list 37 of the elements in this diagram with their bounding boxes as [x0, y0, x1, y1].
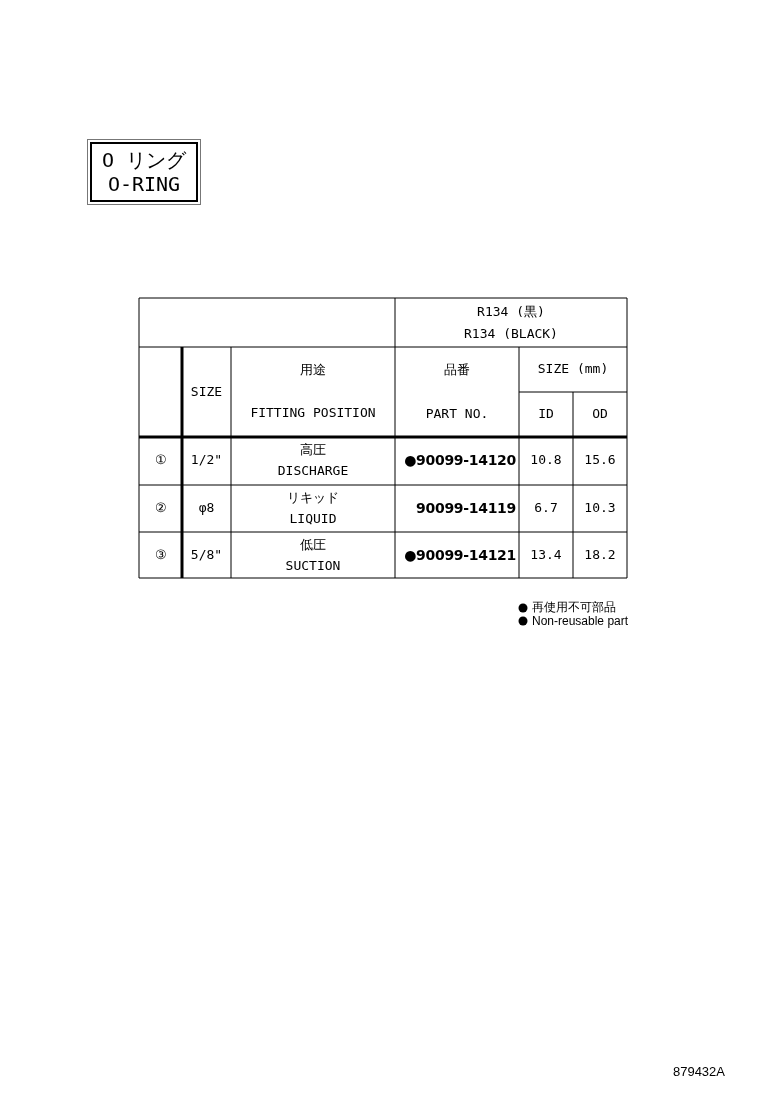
size-value: 5/8" — [189, 545, 224, 564]
fitting-position: 低圧 — [299, 535, 327, 554]
dimension-value: 10.8 — [529, 450, 563, 469]
part-number: 90099-14119 — [415, 499, 517, 519]
row-number: ② — [153, 499, 168, 518]
table-heading: R134 (BLACK) — [463, 324, 559, 343]
dimension-value: 10.3 — [583, 499, 617, 518]
drawing-number: 879432A — [671, 1062, 725, 1081]
part-number: ●90099-14120 — [403, 450, 517, 470]
column-header: FITTING POSITION — [249, 403, 377, 422]
column-header: ID — [537, 405, 555, 424]
table-heading: R134 (黒) — [476, 302, 546, 321]
column-header: 品番 — [443, 360, 471, 379]
row-number: ③ — [153, 545, 168, 564]
size-value: 1/2" — [189, 450, 224, 469]
legend-text: 再使用不可部品 — [532, 599, 616, 616]
fitting-position: LIQUID — [288, 509, 338, 528]
title-text: O-RING — [107, 172, 181, 196]
row-number: ① — [153, 450, 168, 469]
column-header: PART NO. — [424, 404, 490, 423]
column-header: SIZE — [189, 382, 224, 401]
title-text: O リング — [101, 148, 187, 172]
legend-text: Non-reusable part — [532, 614, 629, 628]
title-box — [90, 142, 198, 202]
column-header: OD — [591, 405, 609, 424]
part-number: ●90099-14121 — [403, 545, 517, 565]
dimension-value: 15.6 — [583, 450, 617, 469]
fitting-position: 高圧 — [299, 440, 327, 459]
column-header: 用途 — [299, 360, 327, 379]
column-header: SIZE (mm) — [536, 360, 610, 379]
dimension-value: 6.7 — [533, 499, 559, 518]
dimension-value: 13.4 — [529, 545, 563, 564]
size-value: φ8 — [197, 499, 216, 518]
fitting-position: リキッド — [286, 488, 340, 507]
fitting-position: DISCHARGE — [276, 461, 350, 480]
dimension-value: 18.2 — [583, 545, 617, 564]
fitting-position: SUCTION — [284, 556, 342, 575]
